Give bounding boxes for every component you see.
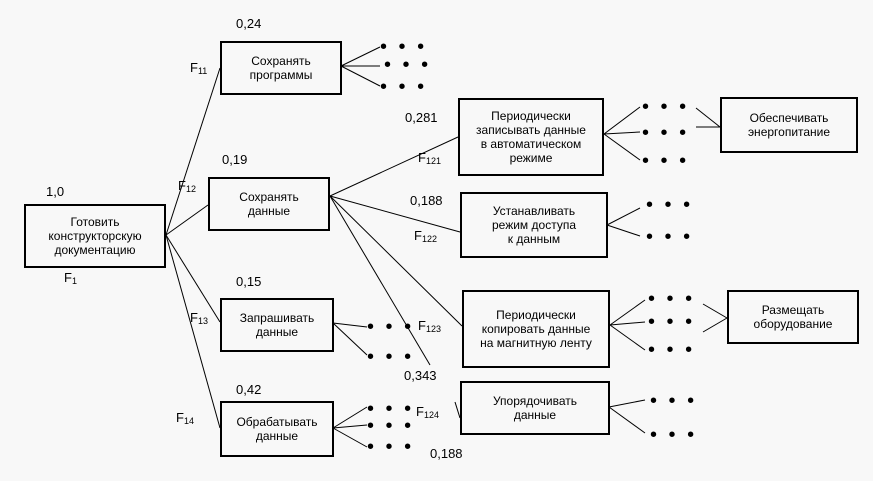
label-f121-sub: 121 — [425, 156, 441, 166]
ellipsis: • • • — [642, 96, 690, 118]
label-f122: F122 — [414, 228, 437, 244]
node-f12-text: Сохранять данные — [239, 190, 299, 218]
weight-f14: 0,42 — [236, 382, 262, 397]
ellipsis: • • • — [648, 311, 696, 333]
node-f11-text: Сохранять программы — [249, 54, 313, 82]
label-f14-sub: 14 — [183, 416, 194, 426]
ellipsis: • • • — [648, 339, 696, 361]
label-f121: F121 — [418, 150, 441, 166]
weight-f124: 0,188 — [430, 446, 463, 461]
label-f11-sub: 11 — [197, 66, 208, 76]
node-f124: Упорядочивать данные — [460, 381, 610, 435]
label-f13-sub: 13 — [197, 316, 208, 326]
ellipsis: • • • — [642, 122, 690, 144]
ellipsis: • • • — [367, 436, 415, 458]
node-f1-text: Готовить конструкторскую документацию — [48, 215, 142, 257]
label-f11: F11 — [190, 60, 207, 76]
weight-f1: 1,0 — [46, 184, 65, 199]
node-f1: Готовить конструкторскую документацию — [24, 204, 166, 268]
ellipsis: • • • — [367, 398, 415, 420]
ellipsis: • • • — [650, 390, 698, 412]
ellipsis: • • • — [650, 424, 698, 446]
node-equip-text: Размещать оборудование — [753, 303, 833, 331]
label-f14-main: F — [176, 410, 184, 425]
label-f123-sub: 123 — [425, 324, 441, 334]
weight-f13: 0,15 — [236, 274, 262, 289]
node-equip: Размещать оборудование — [727, 290, 859, 344]
label-f122-main: F — [414, 228, 422, 243]
label-f123: F123 — [418, 318, 441, 334]
label-f1: F1 — [64, 270, 77, 286]
label-f11-main: F — [190, 60, 198, 75]
ellipsis: • • • — [367, 415, 415, 437]
node-f11: Сохранять программы — [220, 41, 342, 95]
weight-f12: 0,19 — [222, 152, 248, 167]
weight-f121: 0,281 — [405, 110, 438, 125]
label-f14: F14 — [176, 410, 194, 426]
ellipsis: • • • — [642, 150, 690, 172]
label-f124: F124 — [416, 404, 439, 420]
node-f121: Периодически записывать данные в автомат… — [458, 98, 604, 176]
weight-f123: 0,343 — [404, 368, 437, 383]
weight-f11: 0,24 — [236, 16, 262, 31]
node-power-text: Обеспечивать энергопитание — [747, 111, 831, 139]
label-f1-sub: 1 — [71, 276, 77, 286]
label-f122-sub: 122 — [421, 234, 437, 244]
label-f123-main: F — [418, 318, 426, 333]
node-f121-text: Периодически записывать данные в автомат… — [476, 109, 586, 165]
label-f13-main: F — [190, 310, 198, 325]
ellipsis: • • • — [646, 226, 694, 248]
ellipsis: • • • — [380, 76, 428, 98]
label-f124-main: F — [416, 404, 424, 419]
node-f13: Запрашивать данные — [220, 298, 334, 352]
node-f124-text: Упорядочивать данные — [492, 394, 578, 422]
node-f122: Устанавливать режим доступа к данным — [460, 192, 608, 258]
node-f14: Обрабатывать данные — [220, 401, 334, 457]
node-f13-text: Запрашивать данные — [239, 311, 315, 339]
node-f123: Периодически копировать данные на магнит… — [462, 290, 610, 368]
label-f121-main: F — [418, 150, 426, 165]
label-f12-sub: 12 — [185, 184, 196, 194]
label-f1-main: F — [64, 270, 72, 285]
ellipsis: • • • — [648, 288, 696, 310]
node-f12: Сохранять данные — [208, 177, 330, 231]
node-f122-text: Устанавливать режим доступа к данным — [491, 204, 576, 246]
label-f13: F13 — [190, 310, 208, 326]
ellipsis: • • • — [367, 316, 415, 338]
ellipsis: • • • — [380, 36, 428, 58]
label-f124-sub: 124 — [423, 410, 439, 420]
node-power: Обеспечивать энергопитание — [720, 97, 858, 153]
label-f12: F12 — [178, 178, 196, 194]
ellipsis: • • • — [384, 54, 432, 76]
node-f123-text: Периодически копировать данные на магнит… — [480, 308, 592, 350]
ellipsis: • • • — [367, 346, 415, 368]
weight-f122: 0,188 — [410, 193, 443, 208]
ellipsis: • • • — [646, 194, 694, 216]
node-f14-text: Обрабатывать данные — [236, 415, 318, 443]
label-f12-main: F — [178, 178, 186, 193]
